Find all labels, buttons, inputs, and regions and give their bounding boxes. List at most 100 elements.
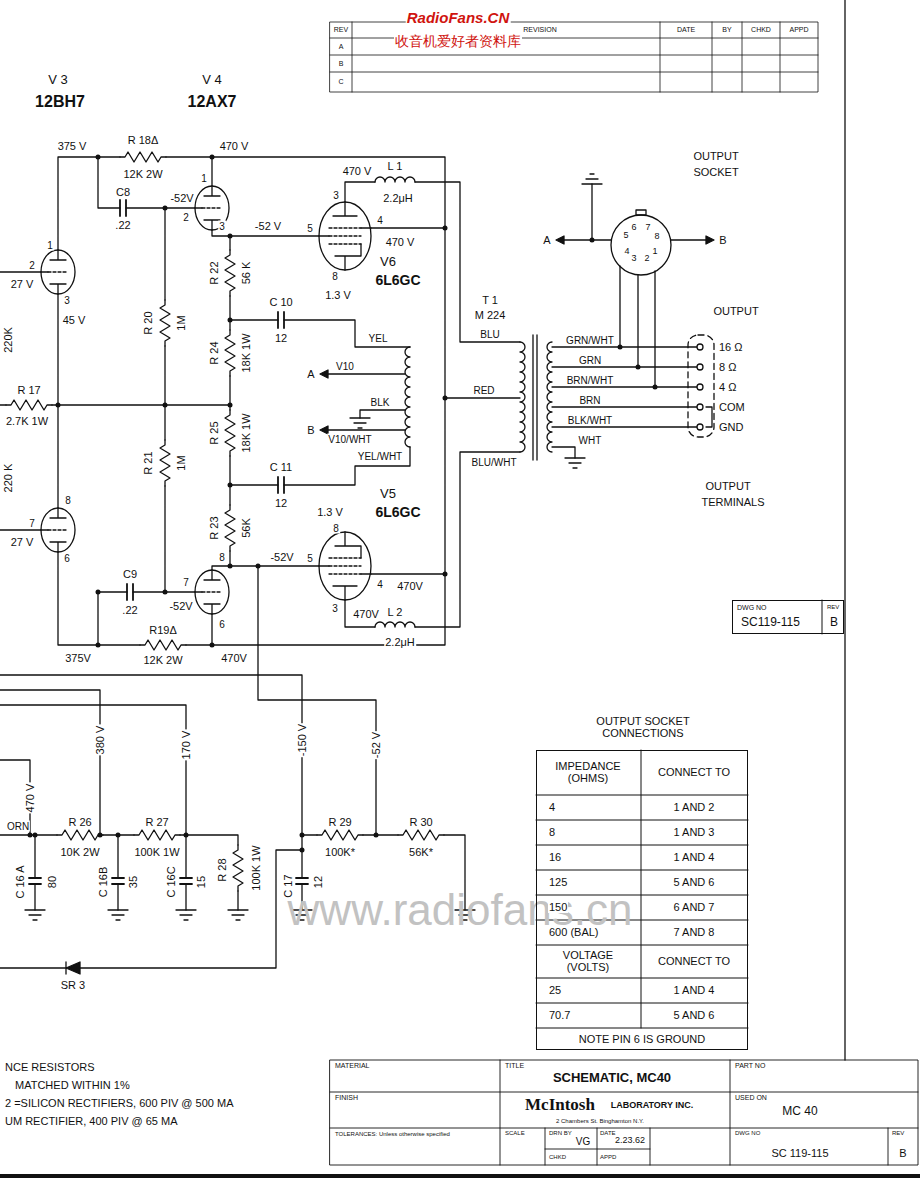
revision-block-label: B	[338, 60, 345, 68]
component-label: A	[306, 368, 315, 380]
title-block-label: B	[898, 1147, 907, 1159]
resistor-symbol	[233, 845, 243, 891]
component-label: V 4	[201, 73, 223, 87]
component-label: T 1	[481, 294, 499, 306]
junction-dot	[228, 403, 233, 408]
component-label: R 27	[144, 816, 169, 828]
junction-dot	[96, 590, 101, 595]
component-label: A	[542, 234, 551, 246]
component-label: R 23	[208, 515, 220, 540]
junction-dot	[618, 345, 623, 350]
component-label: 18K 1W	[240, 332, 252, 373]
component-label: V10/WHT	[327, 434, 372, 445]
junction-dot	[300, 833, 305, 838]
table-cell: 150	[548, 901, 568, 913]
component-label: 3	[331, 603, 339, 614]
resistor-symbol	[160, 440, 170, 486]
component-label: 6	[63, 553, 71, 564]
component-label: 80	[46, 875, 58, 889]
component-label: COM	[718, 401, 746, 413]
transformer-core	[533, 335, 537, 460]
resistor-symbol	[120, 152, 166, 162]
box-text: B	[830, 616, 838, 629]
terminal	[697, 384, 703, 390]
component-label: 2.7K 1W	[5, 415, 49, 427]
table-cell: 16	[548, 851, 562, 863]
triode-symbol	[195, 570, 229, 614]
component-label: -52V	[169, 192, 194, 204]
component-label: SOCKET	[692, 166, 739, 178]
component-label: R 21	[142, 450, 154, 475]
component-label: -52V	[168, 600, 193, 612]
component-label: 27 V	[10, 536, 35, 548]
table-cell: 6 AND 7	[673, 901, 716, 913]
pentode-symbol	[319, 202, 371, 270]
junction-dot	[28, 833, 33, 838]
title-block-label: 2 Chambers St. Binghamton N.Y.	[555, 1118, 645, 1125]
resistor-symbol	[317, 830, 363, 840]
component-label: 2.2μH	[384, 636, 416, 648]
ground-symbol	[176, 910, 196, 920]
component-label: TERMINALS	[701, 496, 766, 508]
component-label: 470V	[352, 608, 380, 620]
component-label: GRN/WHT	[565, 335, 615, 346]
title-block-label: REV	[891, 1130, 905, 1137]
component-label: 470 V	[385, 236, 416, 248]
revision-block-label: REVISION	[522, 26, 557, 34]
title-block-label: SCHEMATIC, MC40	[552, 1071, 672, 1085]
component-label: 1.3 V	[324, 289, 352, 301]
table-cell: VOLTAGE (VOLTS)	[541, 949, 635, 973]
component-label: 56K*	[408, 846, 434, 858]
component-label: 12K 2W	[142, 654, 183, 666]
pentode-symbol	[319, 532, 371, 600]
table-cell: 25	[548, 984, 562, 996]
revision-block-label: BY	[721, 26, 732, 34]
note-text: UM RECTIFIER, 400 PIV @ 65 MA	[4, 1115, 179, 1127]
junction-dot	[116, 833, 121, 838]
junction-dot	[443, 572, 448, 577]
component-label: 470 V	[342, 165, 373, 177]
junction-dot	[210, 643, 215, 648]
note-text: NCE RESISTORS	[4, 1061, 96, 1073]
terminal	[697, 404, 703, 410]
component-label: R 25	[208, 420, 220, 445]
table-grid	[822, 600, 823, 634]
component-label: 8	[331, 271, 339, 282]
terminal	[697, 424, 703, 430]
box-text: DWG NO	[737, 604, 767, 612]
component-label: R 20	[142, 310, 154, 335]
socket-key	[636, 210, 646, 215]
component-label: B	[718, 234, 727, 246]
component-label: L 1	[387, 160, 404, 172]
component-label: 3	[63, 295, 71, 306]
wire	[345, 182, 712, 627]
component-label: OUTPUT	[704, 480, 751, 492]
box-text: SC119-115	[741, 616, 800, 629]
title-block-label: CHKD	[548, 1154, 567, 1161]
title-block-label: 2.23.62	[614, 1136, 646, 1146]
component-label: WHT	[578, 435, 603, 446]
note-text: 2 =SILICON RECTIFIERS, 600 PIV @ 500 MA	[4, 1097, 235, 1109]
title-block-grid	[330, 1060, 918, 1165]
table-cell: 1 AND 4	[673, 984, 716, 996]
junction-dot	[210, 155, 215, 160]
component-label: C8	[115, 186, 131, 198]
component-label: 2.2μH	[382, 192, 414, 204]
component-label: 170 V	[180, 730, 192, 761]
component-label: 4	[376, 579, 384, 590]
component-label: C 16 A	[14, 864, 26, 899]
table-cell: 5 AND 6	[673, 876, 716, 888]
junction-dot	[590, 238, 595, 243]
component-label: BLU/WHT	[471, 457, 518, 468]
component-label: 3	[630, 254, 637, 264]
component-label: 8	[64, 495, 72, 506]
watermark: 收音机爱好者资料库	[394, 34, 522, 49]
drawing-frame	[0, 1174, 920, 1178]
component-label: 380 V	[94, 725, 106, 756]
junction-dot	[56, 403, 61, 408]
revision-block-label: DATE	[676, 26, 696, 34]
table-cell: 1 AND 2	[673, 801, 716, 813]
resistor-symbol	[225, 410, 235, 456]
table-cell: NOTE PIN 6 IS GROUND	[578, 1033, 707, 1045]
component-label: R 30	[408, 816, 433, 828]
